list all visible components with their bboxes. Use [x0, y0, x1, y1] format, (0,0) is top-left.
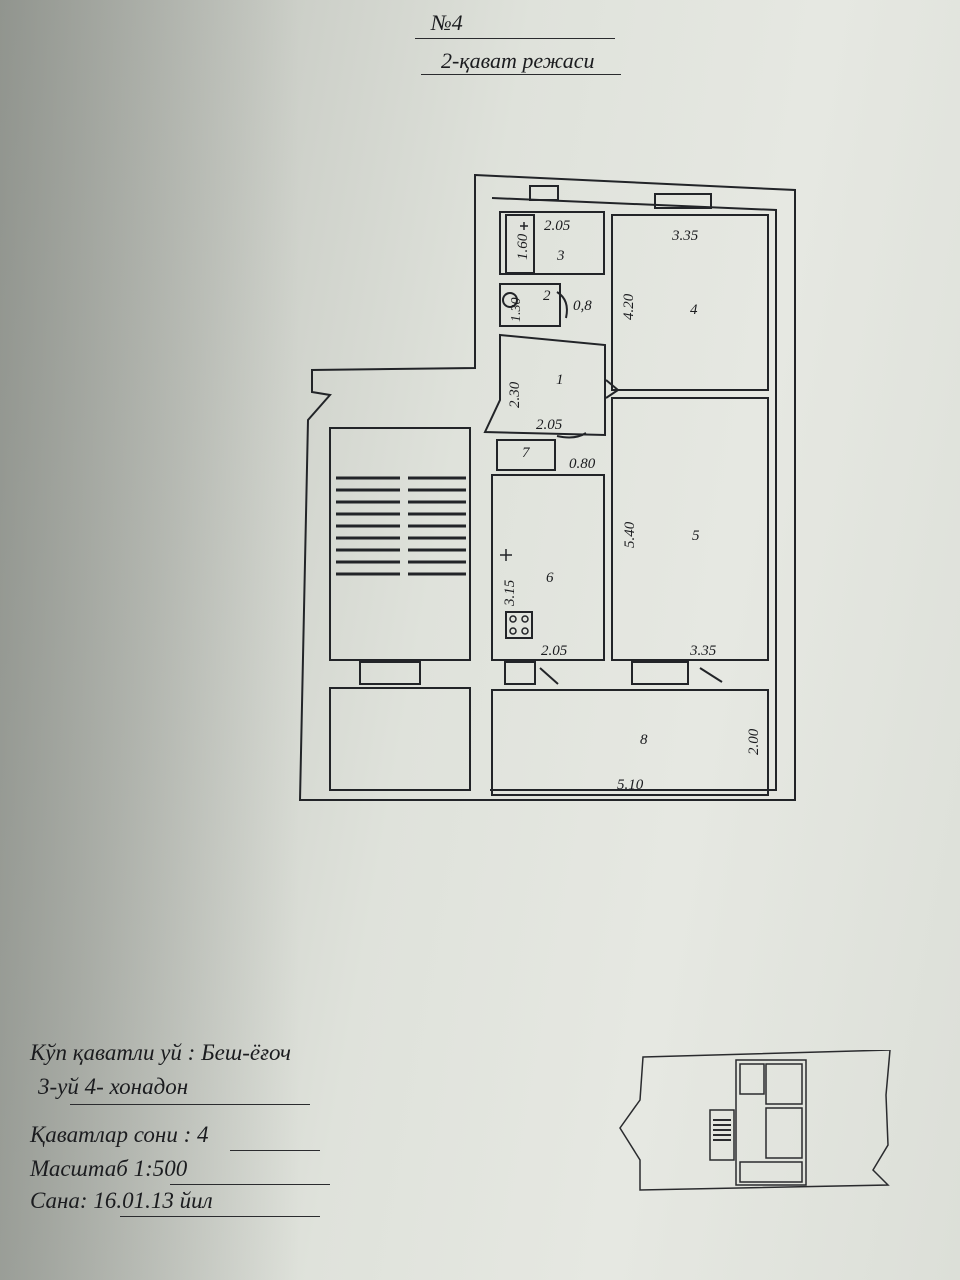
key-plan-room — [739, 1063, 765, 1095]
bathtub-icon — [505, 214, 535, 274]
apartment-line: 3-уй 4- хонадон — [38, 1074, 189, 1099]
room-8-width: 5.10 — [617, 777, 644, 793]
room-5-length: 5.40 — [622, 521, 638, 548]
page-shadow — [0, 0, 300, 1280]
window — [631, 661, 689, 685]
room-7-label: 7 — [522, 445, 531, 461]
room-2-outline — [499, 283, 561, 327]
stair-treads — [336, 476, 466, 576]
info-underline — [170, 1184, 330, 1185]
door-swing — [539, 667, 559, 685]
room-5-outline — [611, 397, 769, 661]
window — [529, 185, 559, 201]
room-8-outline — [491, 689, 769, 796]
location-key-plan — [619, 1050, 891, 1191]
window — [654, 193, 712, 209]
door-swing — [556, 432, 587, 439]
room-4-length: 4.20 — [621, 293, 637, 320]
room-8-length: 2.00 — [746, 728, 762, 755]
room-2-width: 0,8 — [573, 298, 592, 314]
key-plan-room — [765, 1063, 803, 1105]
window — [504, 661, 536, 685]
key-plan-stair-treads — [713, 1119, 731, 1141]
inner-wall — [490, 197, 777, 791]
date-line: Сана: 16.01.13 йил — [30, 1188, 213, 1213]
room-6-outline — [491, 474, 605, 661]
room-8-label: 8 — [640, 732, 648, 748]
room-3-outline — [499, 211, 605, 275]
room-3-length: 1.60 — [515, 233, 531, 260]
key-plan-outline — [619, 1050, 891, 1191]
room-5-width: 3.35 — [689, 643, 717, 659]
info-underline — [230, 1150, 320, 1151]
fixture-marks — [500, 222, 528, 561]
room-6-label: 6 — [546, 570, 554, 586]
plan-number: №4 — [431, 10, 463, 35]
room-6-width: 2.05 — [541, 643, 568, 659]
room-6-length: 3.15 — [502, 579, 518, 607]
room-1-label: 1 — [556, 372, 564, 388]
room-1-length: 2.30 — [507, 381, 523, 408]
room-2-label: 2 — [543, 288, 551, 304]
stairwell-outline — [329, 427, 471, 661]
door-swing — [699, 667, 723, 683]
room-3-label: 3 — [556, 248, 565, 264]
scale-line: Масштаб 1:500 — [30, 1156, 188, 1181]
key-plan-room — [765, 1107, 803, 1159]
room-7-outline — [496, 439, 556, 471]
header-underline — [415, 38, 615, 39]
building-line: Кўп қаватли уй : Беш-ёғоч — [30, 1040, 291, 1065]
key-plan-block — [735, 1059, 807, 1186]
room-2-length: 1.30 — [509, 298, 524, 323]
room-4-label: 4 — [690, 302, 698, 318]
key-plan-room — [739, 1161, 803, 1183]
room-7-width: 0.80 — [569, 456, 596, 472]
stove-burners — [509, 615, 529, 635]
room-4-outline — [611, 214, 769, 391]
room-5-label: 5 — [692, 528, 700, 544]
info-underline — [70, 1104, 310, 1105]
info-underline — [120, 1216, 320, 1217]
plan-subtitle: 2-қават режаси — [441, 48, 595, 73]
key-plan-stair — [709, 1109, 735, 1161]
door-swing — [556, 291, 568, 319]
window — [359, 661, 421, 685]
room-1-outline — [483, 333, 606, 437]
room-1-width: 2.05 — [536, 417, 563, 433]
stove-icon — [505, 611, 533, 639]
door-swing — [605, 379, 620, 399]
room-4-width: 3.35 — [671, 228, 699, 244]
stair-landing-outline — [329, 687, 471, 791]
outer-wall — [298, 173, 796, 801]
header-underline — [421, 74, 621, 75]
toilet-icon — [502, 292, 518, 308]
floors-line: Қаватлар сони : 4 — [30, 1122, 209, 1147]
room-3-width: 2.05 — [544, 218, 571, 234]
